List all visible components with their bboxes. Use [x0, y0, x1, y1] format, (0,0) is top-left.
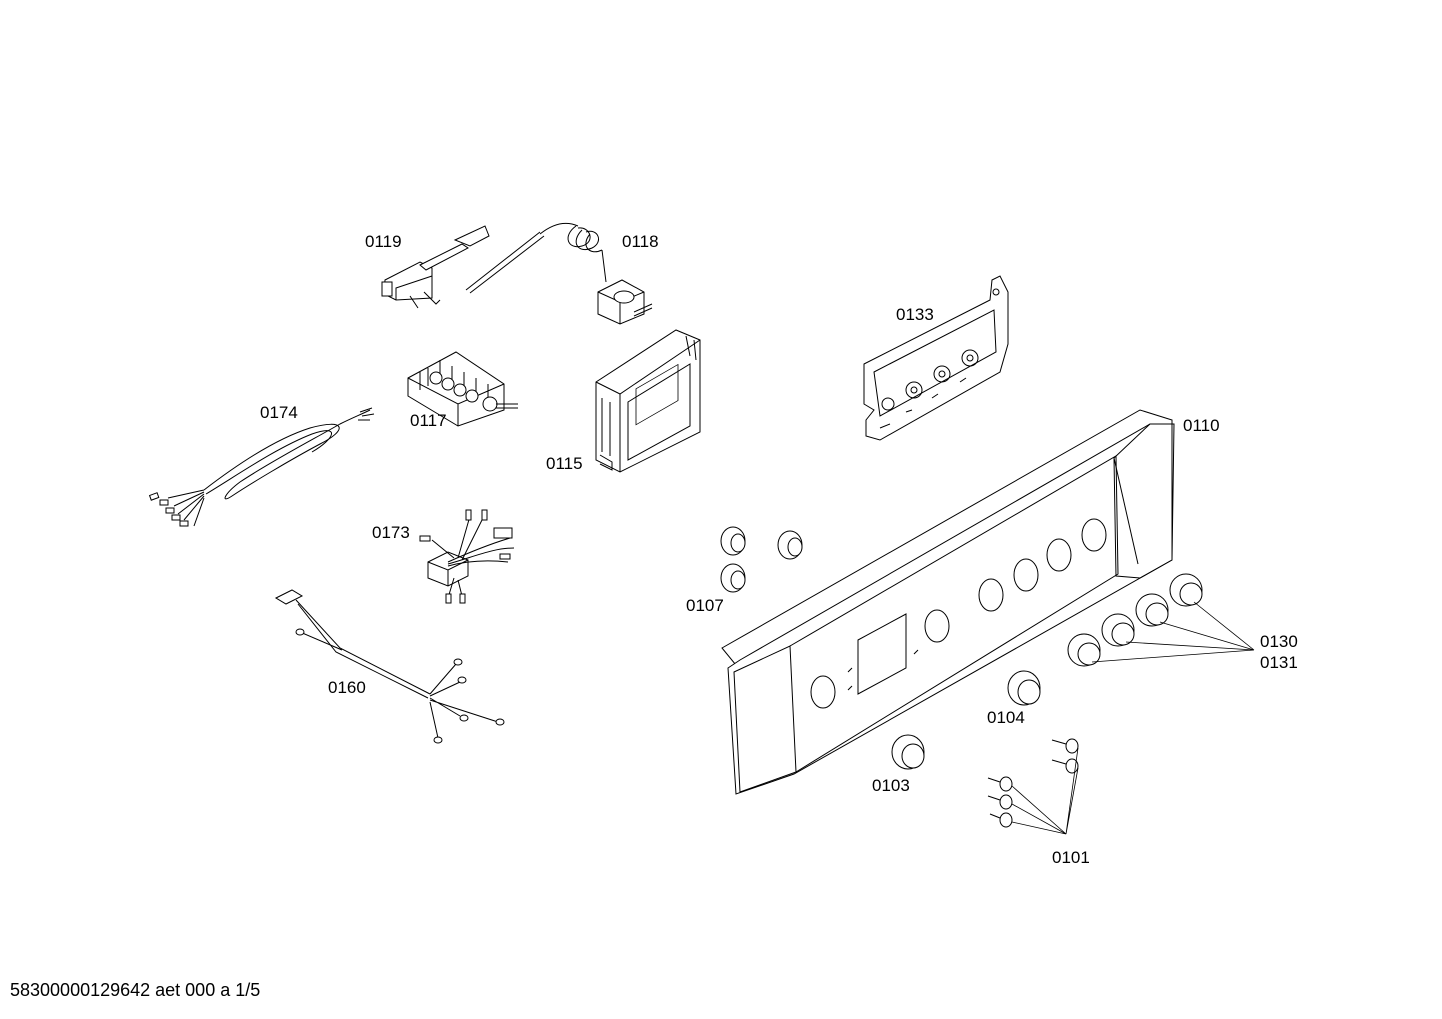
- label-0118: 0118: [622, 232, 659, 251]
- part-0101-spindles: [987, 738, 1079, 835]
- part-0130-0131-knobs: [1067, 573, 1255, 667]
- part-0160-wire-harness: [274, 589, 505, 744]
- document-id-footer: 58300000129642 aet 000 a 1/5: [10, 980, 261, 1000]
- part-0110-control-panel: [721, 409, 1175, 795]
- label-0110: 0110: [1183, 416, 1220, 435]
- part-0115-timer-module: [595, 329, 701, 473]
- label-0107: 0107: [686, 596, 724, 615]
- label-0103: 0103: [872, 776, 910, 795]
- part-0103-knob: [891, 734, 925, 770]
- label-0117: 0117: [410, 411, 447, 430]
- part-0117-selector-switch: [407, 351, 518, 427]
- part-0107-small-knobs: [720, 526, 803, 593]
- label-0173: 0173: [372, 523, 410, 542]
- part-0173-relay-harness: [419, 509, 515, 604]
- part-0174-cable-harness: [148, 407, 375, 527]
- part-0133-control-board: [863, 275, 1009, 441]
- part-0119-switch-bracket: [381, 225, 490, 309]
- label-0130: 0130: [1260, 632, 1298, 651]
- label-0104: 0104: [987, 708, 1025, 727]
- label-0174: 0174: [260, 403, 298, 422]
- part-0118-thermostat: [465, 222, 653, 325]
- label-0160: 0160: [328, 678, 366, 697]
- label-0133: 0133: [896, 305, 934, 324]
- label-0119: 0119: [365, 232, 402, 251]
- part-labels: 0119 0118 0133 0174 0117 0115 0110 0173 …: [260, 232, 1298, 867]
- label-0131: 0131: [1260, 653, 1298, 672]
- part-0104-knob: [1007, 670, 1041, 706]
- label-0115: 0115: [546, 454, 583, 473]
- label-0101: 0101: [1052, 848, 1090, 867]
